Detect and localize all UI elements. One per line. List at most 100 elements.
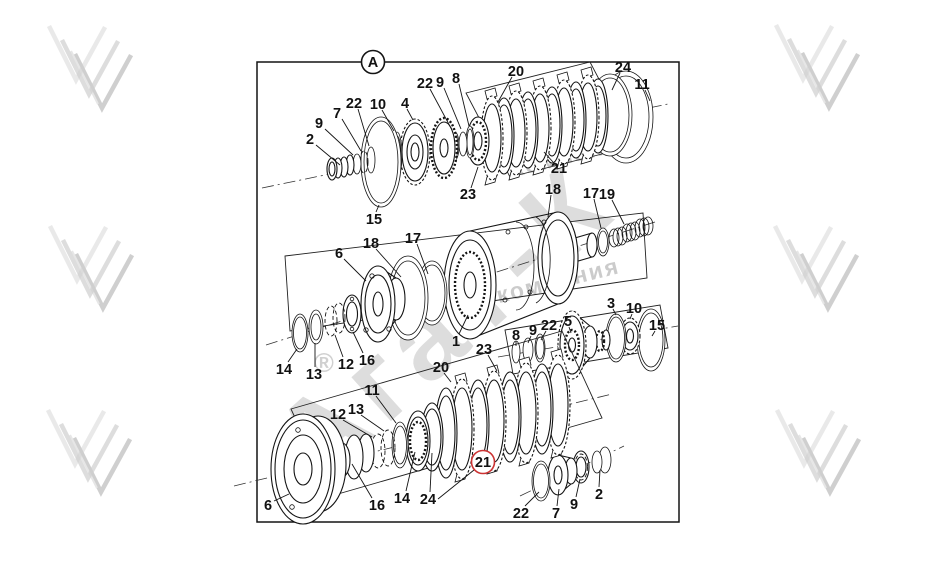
part-washer-2c (591, 446, 612, 474)
callout-leader-16 (352, 331, 364, 354)
part-drum-1 (443, 211, 579, 340)
callout-label-6: 6 (335, 246, 343, 262)
callout-leader-22 (357, 108, 370, 147)
callout-label-2: 2 (595, 487, 603, 503)
callout-label-17: 17 (405, 231, 421, 247)
part-wave-washers-12 (324, 302, 346, 337)
callout-label-10: 10 (626, 301, 642, 317)
callout-circle-21 (470, 449, 496, 475)
part-wave-washer-7 (359, 150, 369, 174)
callout-label-22: 22 (417, 76, 433, 92)
part-springs-19 (608, 216, 654, 248)
callout-leader-14 (287, 348, 298, 363)
callout-label-15: 15 (649, 318, 665, 334)
callout-leader-8 (458, 83, 470, 127)
callout-label-12: 12 (338, 357, 354, 373)
callout-leader-23 (470, 166, 479, 189)
callout-label-1: 1 (452, 334, 460, 350)
callout-leader-2 (598, 469, 601, 488)
callout-leader-23 (487, 354, 498, 372)
callout-label-6: 6 (264, 498, 272, 514)
callout-leader-19 (611, 199, 625, 225)
part-snap-ring-14 (291, 313, 309, 353)
callout-leader-14 (405, 451, 416, 492)
callout-label-7: 7 (552, 506, 560, 522)
callout-leader-12 (334, 334, 344, 358)
callout-label-19: 19 (599, 187, 615, 203)
callout-leader-17 (593, 198, 602, 229)
callout-label-13: 13 (348, 402, 364, 418)
callout-label-15: 15 (366, 212, 382, 228)
callout-label-22: 22 (346, 96, 362, 112)
part-ring-22c (531, 460, 551, 502)
callout-leader-22 (429, 88, 453, 131)
callout-label-9: 9 (570, 497, 578, 513)
callout-label-24: 24 (420, 492, 436, 508)
callout-label-13: 13 (306, 367, 322, 383)
callout-leader-11 (375, 395, 397, 424)
callout-label-16: 16 (359, 353, 375, 369)
callout-label-14: 14 (394, 491, 410, 507)
callout-leader-7 (341, 118, 362, 152)
callout-leader-24 (429, 452, 433, 493)
top-assembly (261, 61, 669, 208)
callout-label-20: 20 (508, 64, 524, 80)
part-wave-washer-13b (380, 429, 396, 467)
callout-label-9: 9 (529, 323, 537, 339)
callout-leader-6 (343, 258, 367, 282)
callout-label-17: 17 (583, 186, 599, 202)
part-ring-11b (391, 421, 409, 469)
callout-leader-22 (524, 491, 540, 507)
part-gear-5 (557, 310, 598, 380)
part-gear-4 (399, 118, 431, 186)
callout-label-20: 20 (433, 360, 449, 376)
callout-label-3: 3 (607, 296, 615, 312)
callout-leader-15 (651, 330, 656, 337)
callout-label-10: 10 (370, 97, 386, 113)
callout-leader-22 (540, 330, 547, 341)
callout-label-23: 23 (476, 342, 492, 358)
part-cup-14 (405, 410, 431, 472)
callout-label-A: A (368, 55, 379, 71)
part-splined-gear (429, 116, 459, 180)
callout-label-4: 4 (401, 96, 409, 112)
callout-leader-17 (416, 243, 429, 275)
callout-label-11: 11 (634, 77, 649, 93)
callout-label-16: 16 (369, 498, 385, 514)
callout-label-22: 22 (541, 318, 557, 334)
callout-leader-6 (273, 493, 290, 502)
callout-label-22: 22 (513, 506, 529, 522)
callout-leader-2 (315, 144, 341, 166)
callout-label-9: 9 (315, 116, 323, 132)
bottom-assembly (233, 330, 625, 525)
callout-leader-11 (644, 89, 651, 102)
callout-label-8: 8 (512, 328, 520, 344)
callout-leader-10 (629, 313, 633, 320)
callout-label-2: 2 (306, 132, 314, 148)
callout-leader-16 (351, 463, 373, 499)
part-flange-drum-6 (270, 413, 347, 525)
callout-leader-10 (381, 109, 395, 132)
callout-label-8: 8 (452, 71, 460, 87)
callout-label-12: 12 (330, 407, 346, 423)
callout-label-9: 9 (436, 75, 444, 91)
gear-shaft-assembly (497, 304, 679, 380)
callout-leader-20 (443, 372, 452, 383)
callout-label-5: 5 (564, 314, 572, 330)
part-splined-shaft (594, 329, 611, 353)
middle-assembly (265, 211, 659, 353)
callout-leader-1 (458, 314, 469, 335)
callout-label-7: 7 (333, 106, 341, 122)
part-bearing-16 (342, 294, 362, 334)
part-ring-17-right (596, 227, 610, 257)
callout-leader-20 (497, 76, 513, 103)
watermark-registered-icon: ® (314, 348, 334, 378)
part-washer-22 (366, 146, 376, 174)
part-washer-13 (308, 309, 324, 345)
part-hub-6 (360, 265, 406, 343)
part-clutch-pack-top (480, 66, 600, 186)
drawing-frame (256, 61, 680, 523)
callout-leader-9 (575, 478, 581, 498)
